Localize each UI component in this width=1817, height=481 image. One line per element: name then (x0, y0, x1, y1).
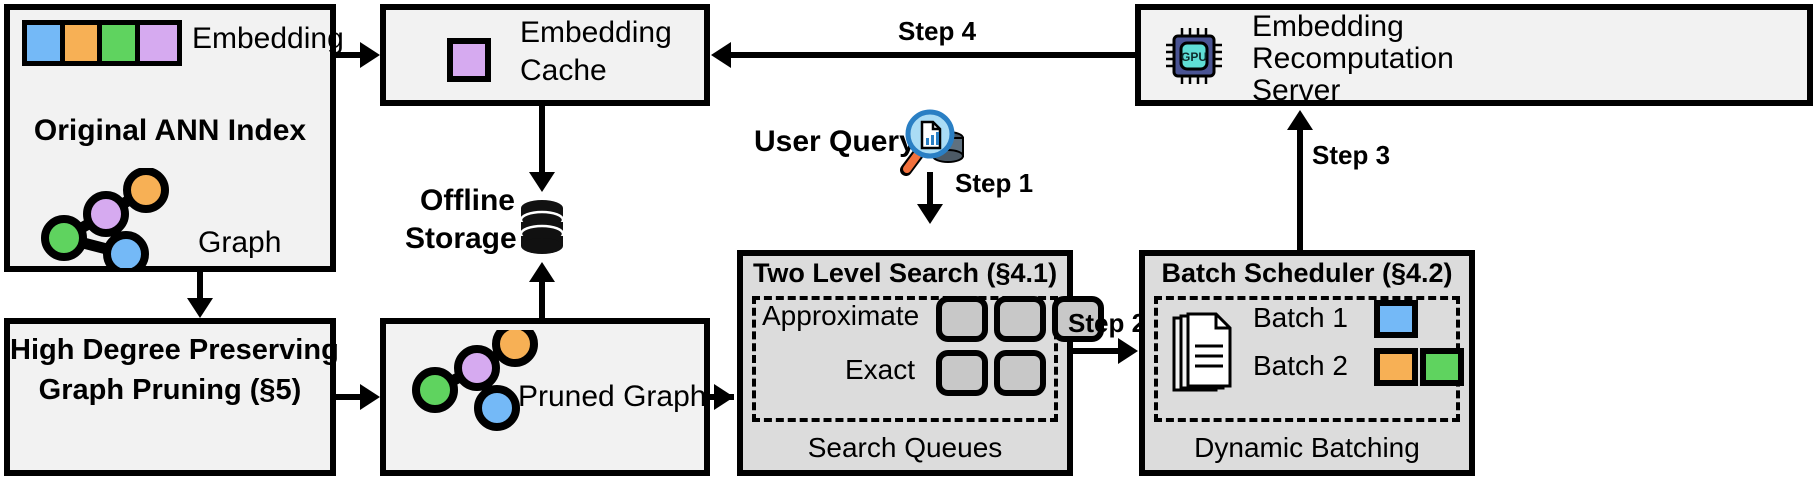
arrow-ann-to-pruning-head (187, 298, 213, 318)
arrow-ann-to-cache-head (360, 42, 380, 68)
batch-2-swatch-green (1420, 348, 1464, 386)
embedding-swatch-blue (27, 25, 65, 61)
svg-text:GPU: GPU (1181, 50, 1207, 64)
arrow-step4-head (711, 42, 731, 68)
approximate-queue-slots (936, 296, 1104, 342)
embedding-swatch-green (102, 25, 140, 61)
magnifier-document-icon (900, 109, 964, 176)
embedding-swatch-orange (64, 25, 103, 61)
dynamic-batching-caption: Dynamic Batching (1194, 432, 1420, 463)
embedding-label: Embedding (192, 22, 344, 55)
arrow-ann-to-pruning-line (197, 272, 203, 298)
arrow-step2-line (1073, 348, 1131, 354)
arrow-pruned-to-storage-line (539, 282, 545, 318)
user-query-label: User Query (754, 125, 916, 158)
step-3-label: Step 3 (1312, 140, 1391, 170)
arrow-pruned-to-search-head (714, 384, 734, 410)
step-2-label: Step 2 (1068, 308, 1147, 338)
batch-2-swatch-orange (1374, 348, 1418, 386)
pruned-graph-illustration (412, 330, 538, 431)
batch-scheduler-box (1139, 250, 1475, 476)
step-4-label: Step 4 (898, 16, 977, 46)
arrow-cache-to-storage-head (529, 172, 555, 192)
gpu-chip-icon: GPU (1166, 28, 1222, 84)
recomputation-server-line2: Recomputation (1252, 42, 1454, 75)
offline-storage-line2: Storage (405, 222, 517, 255)
recomputation-server-line1: Embedding (1252, 10, 1404, 43)
batch-2-label: Batch 2 (1253, 350, 1348, 381)
queue-slot[interactable] (936, 350, 988, 396)
embedding-cache-swatch (447, 38, 491, 82)
database-icon (519, 200, 565, 254)
embedding-cache-line1: Embedding (520, 16, 672, 49)
embedding-recomputation-server-box (1135, 4, 1813, 106)
queue-slot[interactable] (936, 296, 988, 342)
batch-scheduler-title: Batch Scheduler (§4.2) (1161, 258, 1453, 288)
approximate-queue-label: Approximate (762, 300, 920, 331)
exact-queue-label: Exact (845, 354, 916, 385)
offline-storage-line1: Offline (420, 184, 515, 217)
arrow-pruning-to-pruned-head (360, 384, 380, 410)
arrow-step2-head (1118, 338, 1138, 364)
batch-1-swatch-blue (1374, 300, 1418, 338)
embedding-cache-line2: Cache (520, 54, 607, 87)
arrow-pruning-to-pruned-line (336, 394, 362, 400)
embedding-cache-box (380, 4, 710, 106)
exact-queue-slots (936, 350, 1046, 396)
arrow-step3-line (1297, 130, 1303, 250)
queue-slot[interactable] (994, 350, 1046, 396)
graph-pruning-line2: Graph Pruning (§5) (38, 374, 302, 406)
batch-1-label: Batch 1 (1253, 302, 1348, 333)
original-index-graph-illustration (41, 168, 169, 268)
pruned-graph-label: Pruned Graph (518, 380, 707, 413)
documents-stack-icon (1172, 312, 1232, 392)
arrow-cache-to-storage-line (539, 106, 545, 172)
two-level-search-title: Two Level Search (§4.1) (752, 258, 1058, 288)
search-queues-caption: Search Queues (807, 432, 1003, 463)
graph-pruning-line1: High Degree Preserving (10, 334, 339, 366)
search-queues-dashed-region (752, 296, 1058, 422)
embedding-swatch-purple (139, 25, 178, 61)
recomputation-server-line3: Server (1252, 74, 1341, 107)
embedding-swatch-strip (22, 20, 182, 66)
queue-slot[interactable] (994, 296, 1046, 342)
original-ann-index-title: Original ANN Index (33, 114, 307, 147)
arrow-step1-head (917, 204, 943, 224)
arrow-step4-line (731, 52, 1135, 58)
arrow-ann-to-cache-line (336, 52, 362, 58)
graph-pruning-box (4, 318, 336, 476)
graph-label: Graph (198, 226, 282, 259)
queue-slot[interactable] (1052, 296, 1104, 342)
arrow-step3-head (1287, 110, 1313, 130)
arrow-pruned-to-storage-head (529, 262, 555, 282)
step-1-label: Step 1 (955, 168, 1034, 198)
arrow-step1-line (927, 172, 933, 204)
